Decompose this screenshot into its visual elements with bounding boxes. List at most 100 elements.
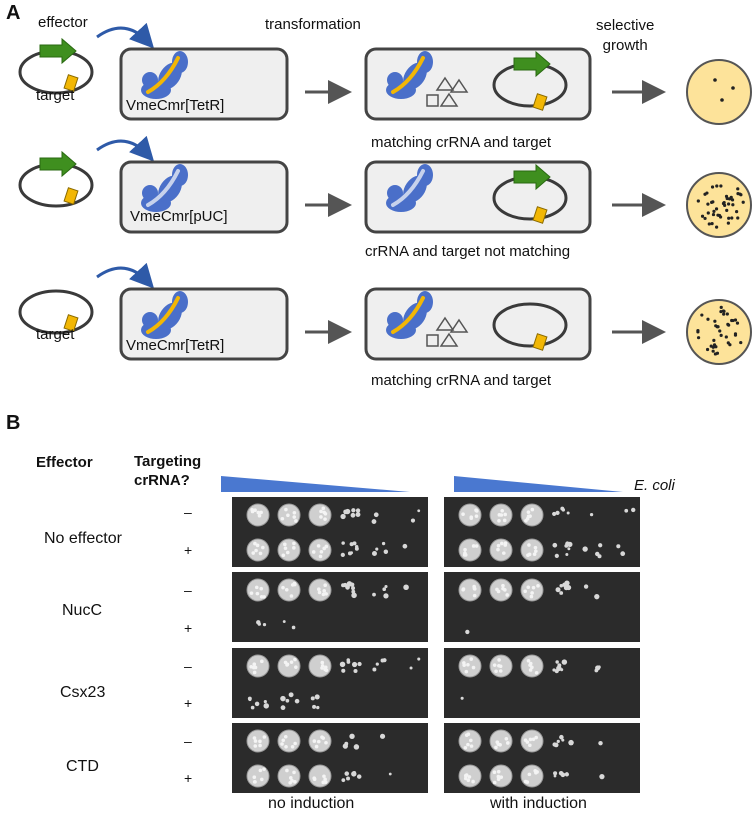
colony-speck [292, 546, 296, 550]
colony-speck [282, 620, 286, 623]
colony-speck [372, 667, 377, 672]
colony-speck [356, 774, 362, 779]
colony-speck [528, 661, 533, 666]
colony-speck [567, 547, 571, 551]
cmr-subunit [417, 164, 433, 186]
cmr-subunit [417, 51, 433, 73]
colony-speck [343, 509, 349, 515]
colony-speck [254, 585, 259, 590]
plate-block-no-induction-2 [232, 572, 428, 642]
colony-speck [349, 542, 354, 547]
sign-no-effector-plus: + [184, 542, 193, 558]
effector-gene-arrow [39, 150, 77, 178]
colony-speck [323, 780, 328, 784]
colony-dot [733, 318, 738, 322]
colony-speck [257, 513, 262, 518]
dilution-wedge-with-induction [454, 476, 623, 492]
caption-row1: matching crRNA and target [371, 134, 552, 151]
condition-no-induction: no induction [268, 795, 355, 812]
colony-dot [722, 312, 726, 316]
colony-dot [711, 349, 715, 353]
agar-plate [686, 172, 752, 238]
colony-speck [346, 776, 351, 781]
colony-speck [461, 587, 466, 591]
colony-speck [371, 550, 377, 556]
panel-a-row-1 [18, 22, 752, 125]
cmr-subunit [172, 291, 188, 313]
colony-speck [292, 510, 297, 515]
effector-name-csx23: Csx23 [60, 684, 106, 701]
spot-full [308, 538, 332, 562]
colony-speck [321, 592, 326, 597]
colony-speck [496, 547, 500, 552]
colony-speck [497, 658, 501, 662]
colony-speck [463, 745, 468, 750]
colony-speck [381, 541, 386, 546]
colony-speck [532, 552, 537, 557]
triangle-icon [439, 92, 459, 107]
host-cell [119, 47, 289, 121]
colony-speck [322, 589, 327, 593]
colony-speck [534, 735, 539, 740]
colony-speck [471, 665, 476, 670]
colony-speck [503, 512, 508, 517]
colony-dot [736, 216, 740, 220]
colony-speck [290, 778, 294, 783]
colony-dot [726, 221, 730, 225]
colony-dot [706, 317, 710, 321]
colony-speck [316, 705, 320, 710]
colony-speck [351, 586, 356, 591]
spot-full [246, 764, 270, 788]
colony-dot [713, 319, 717, 323]
colony-speck [379, 733, 386, 739]
colony-speck [526, 585, 531, 590]
colony-speck [501, 583, 505, 588]
colony-speck [252, 775, 257, 780]
colony-speck [280, 705, 286, 711]
colony-speck [292, 541, 296, 546]
colony-dot [731, 318, 735, 323]
colony-speck [536, 584, 540, 588]
colony-speck [324, 668, 329, 673]
spot-full [277, 538, 301, 562]
colony-speck [258, 551, 263, 556]
colony-speck [530, 591, 534, 595]
colony-speck [312, 704, 317, 709]
colony-speck [281, 553, 286, 558]
colony-dot [729, 195, 733, 199]
colony-speck [529, 594, 534, 599]
e-coli-label: E. coli [634, 477, 675, 494]
colony-speck [417, 509, 421, 513]
colony-speck [560, 506, 565, 511]
colony-speck [311, 550, 316, 554]
colony-dot [696, 336, 701, 340]
colony-speck [339, 661, 346, 668]
sign-csx23-minus: – [184, 658, 192, 674]
plasmid-ring [492, 302, 568, 348]
colony-speck [494, 745, 498, 750]
colony-speck [466, 732, 471, 737]
colony-speck [256, 510, 261, 515]
selective-growth-label: selective growth [596, 17, 655, 54]
colony-dot [703, 216, 707, 221]
colony-speck [496, 774, 501, 779]
colony-speck [471, 779, 475, 784]
triangle-icon [435, 316, 455, 331]
colony-speck [340, 552, 345, 558]
colony-dot [725, 208, 729, 212]
colony-speck [351, 661, 358, 668]
colony-speck [316, 587, 321, 592]
spot-full [277, 729, 301, 753]
colony-speck [559, 583, 564, 588]
colony-speck [469, 738, 473, 743]
colony-dot [736, 187, 740, 191]
colony-speck [249, 664, 253, 669]
colony-dot [700, 313, 704, 317]
cmr-subunit [417, 291, 433, 313]
spot-full [489, 578, 513, 602]
colony-speck [254, 701, 260, 707]
effector-name-ctd: CTD [66, 758, 99, 775]
colony-speck [469, 657, 474, 661]
triangle-icon [449, 318, 469, 333]
